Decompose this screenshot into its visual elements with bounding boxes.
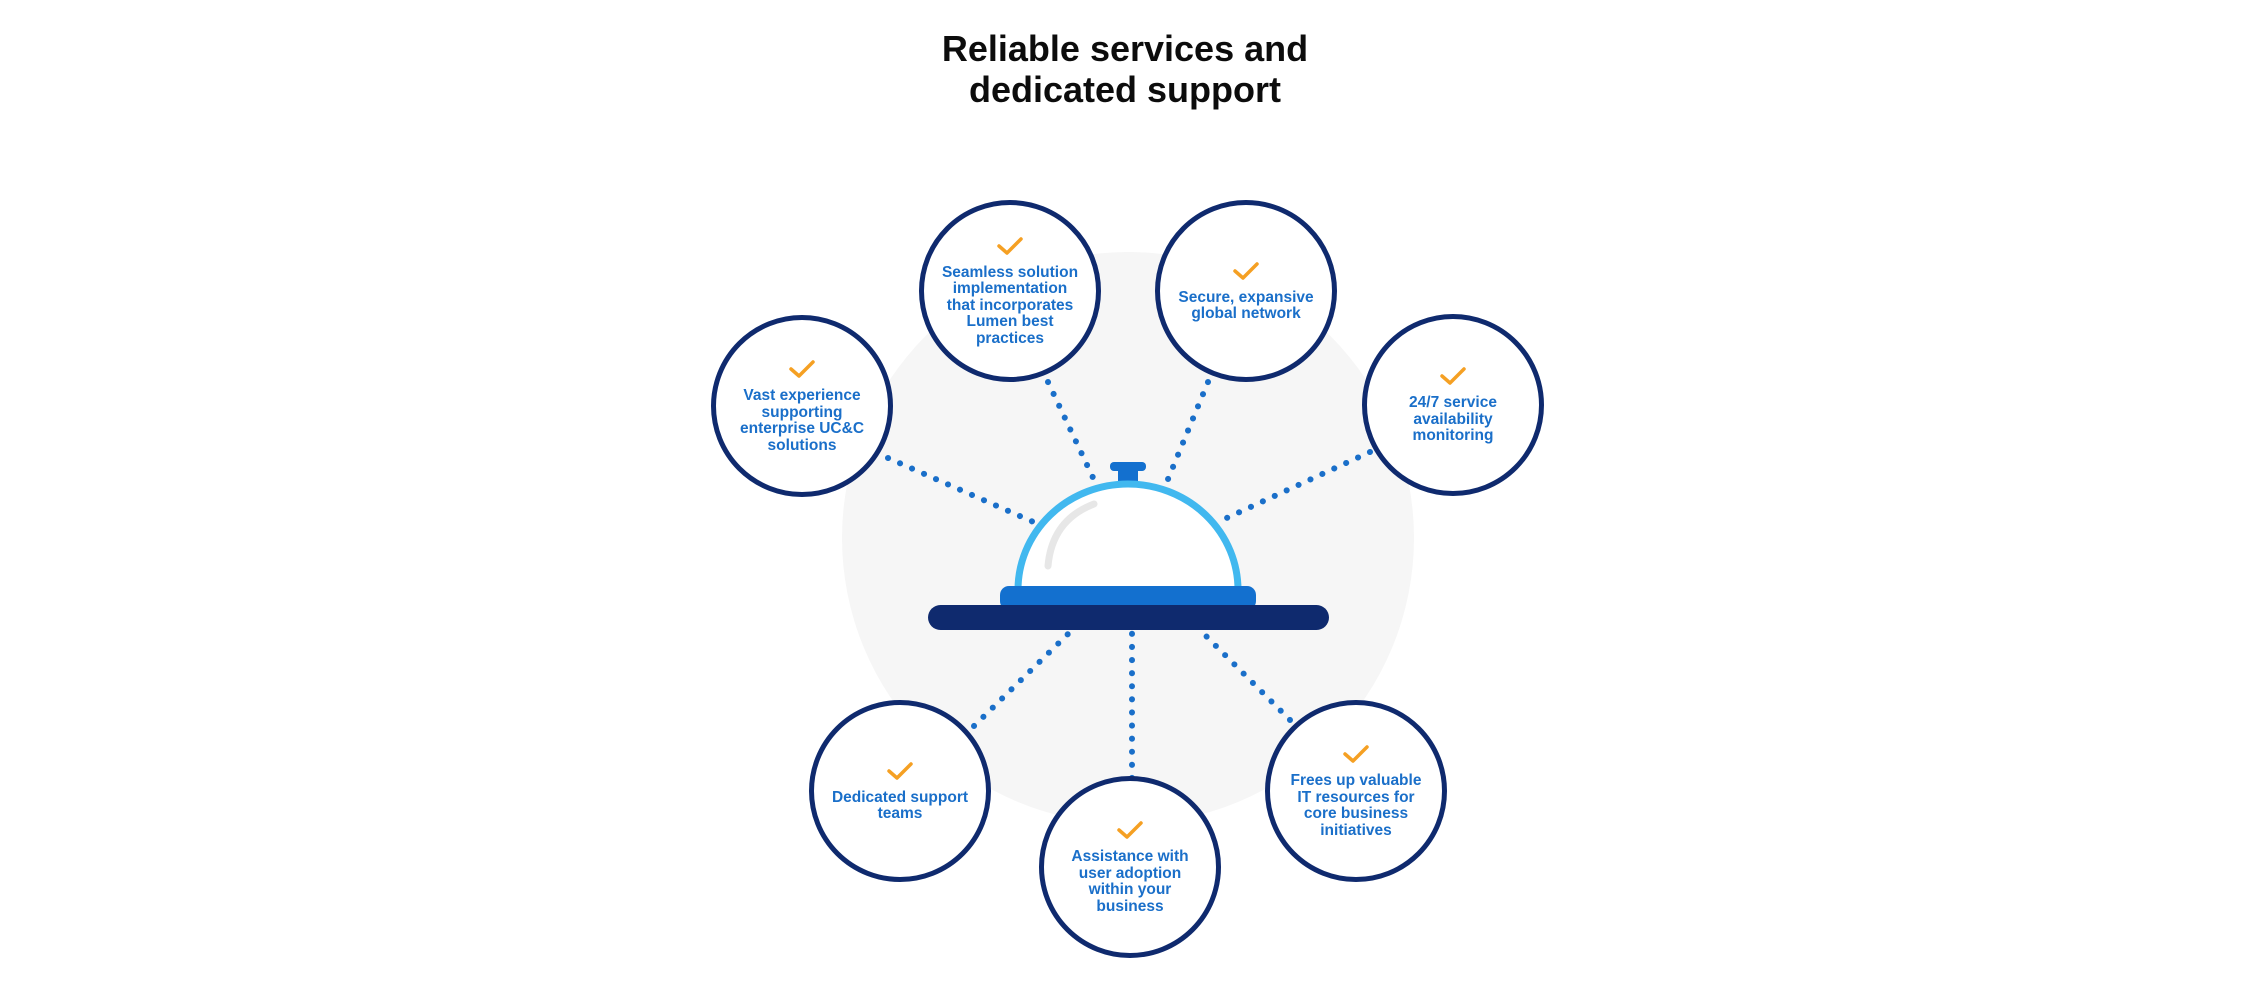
title-line-1: Reliable services and: [941, 28, 1309, 69]
bell-dome: [1014, 480, 1242, 594]
node-label: Dedicated support teams: [831, 788, 969, 822]
connector-network: [1163, 379, 1211, 487]
node-label: Assistance with user adoption within you…: [1071, 848, 1189, 915]
node-label: 24/7 service availability monitoring: [1409, 394, 1497, 445]
connector-uc-experience: [885, 455, 1041, 527]
node-adoption: Assistance with user adoption within you…: [1039, 776, 1221, 958]
node-label: Frees up valuable IT resources for core …: [1290, 772, 1422, 839]
connector-support-teams: [971, 629, 1073, 729]
checkmark-icon: [1233, 261, 1259, 280]
connector-implementation: [1045, 379, 1099, 487]
service-bell-icon: [928, 462, 1329, 630]
node-monitoring: 24/7 service availability monitoring: [1362, 314, 1544, 496]
connectors: [885, 379, 1373, 781]
bell-handle-top: [1110, 462, 1146, 471]
node-uc-experience: Vast experience supporting enterprise UC…: [711, 315, 893, 497]
node-support-teams: Dedicated support teams: [809, 700, 991, 882]
title-line-2: dedicated support: [968, 69, 1282, 110]
node-implementation: Seamless solution implementation that in…: [919, 200, 1101, 382]
node-label: Secure, expansive global network: [1178, 288, 1314, 322]
bell-shine: [1044, 500, 1098, 570]
checkmark-icon: [1440, 367, 1466, 385]
node-label: Vast experience supporting enterprise UC…: [739, 387, 865, 454]
bell-tray: [928, 605, 1329, 630]
checkmark-icon: [1117, 821, 1143, 839]
checkmark-icon: [1343, 745, 1369, 763]
checkmark-icon: [887, 761, 913, 780]
bell-handle-stem: [1118, 468, 1138, 484]
checkmark-icon: [997, 237, 1023, 255]
node-it-resources: Frees up valuable IT resources for core …: [1265, 700, 1447, 882]
connector-it-resources: [1199, 629, 1293, 723]
connector-monitoring: [1215, 449, 1373, 525]
node-network: Secure, expansive global network: [1155, 200, 1337, 382]
bell-base: [1000, 586, 1256, 610]
node-label: Seamless solution implementation that in…: [941, 263, 1079, 347]
checkmark-icon: [789, 360, 815, 378]
page-title: Reliable services and dedicated support: [0, 28, 2250, 110]
